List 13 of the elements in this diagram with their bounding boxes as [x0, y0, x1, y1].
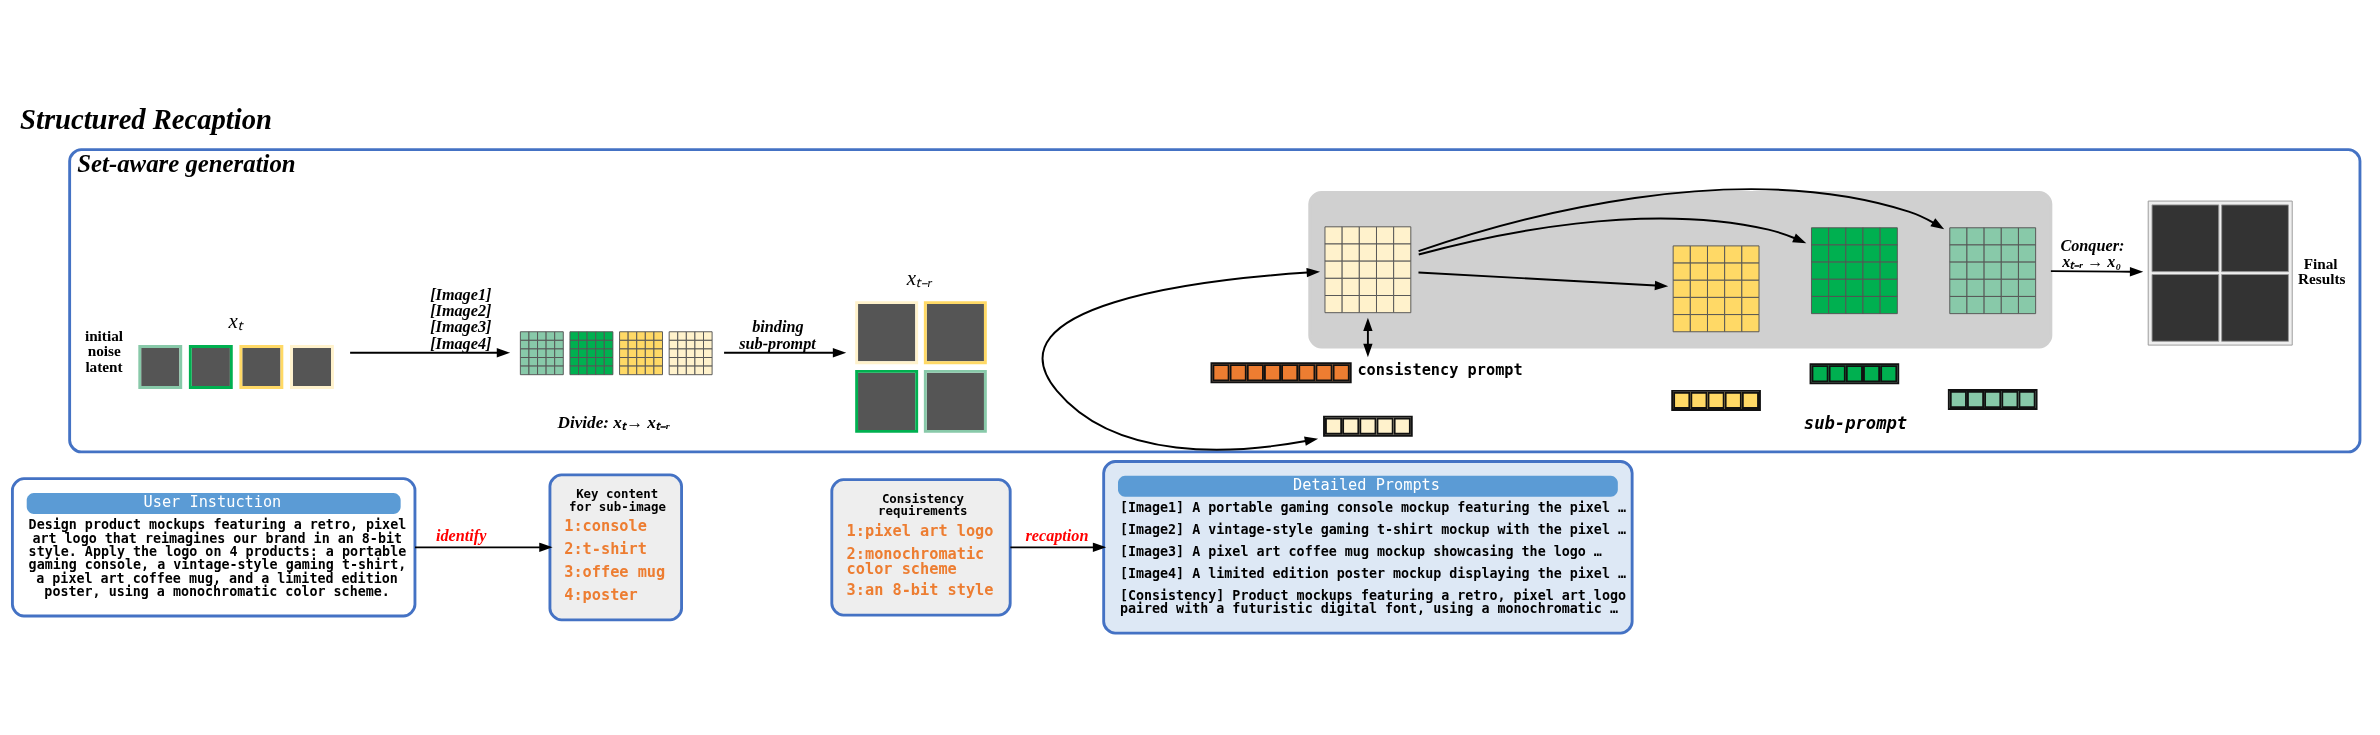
edge-label: identify	[435, 526, 487, 545]
node-label: xₜ	[228, 308, 243, 333]
edge-label: binding sub-prompt	[739, 317, 816, 353]
label: Divide: xₜ→ xₜ₋ᵣ	[557, 412, 670, 432]
diagram-title: Structured Recaption	[20, 103, 272, 135]
node-label: initial noise latent	[84, 326, 124, 375]
edge-label: recaption	[1025, 526, 1089, 545]
edge-label: [Image1] [Image2] [Image3] [Image4]	[430, 285, 492, 353]
label: sub-prompt	[1803, 412, 1908, 433]
edge-label: Conquer: xₜ₋ᵣ → x₀	[2060, 236, 2125, 271]
node-label: consistency prompt	[1357, 360, 1523, 379]
node-label: xₜ₋ᵣ	[906, 265, 934, 290]
node-label: Final Results	[2297, 254, 2346, 287]
